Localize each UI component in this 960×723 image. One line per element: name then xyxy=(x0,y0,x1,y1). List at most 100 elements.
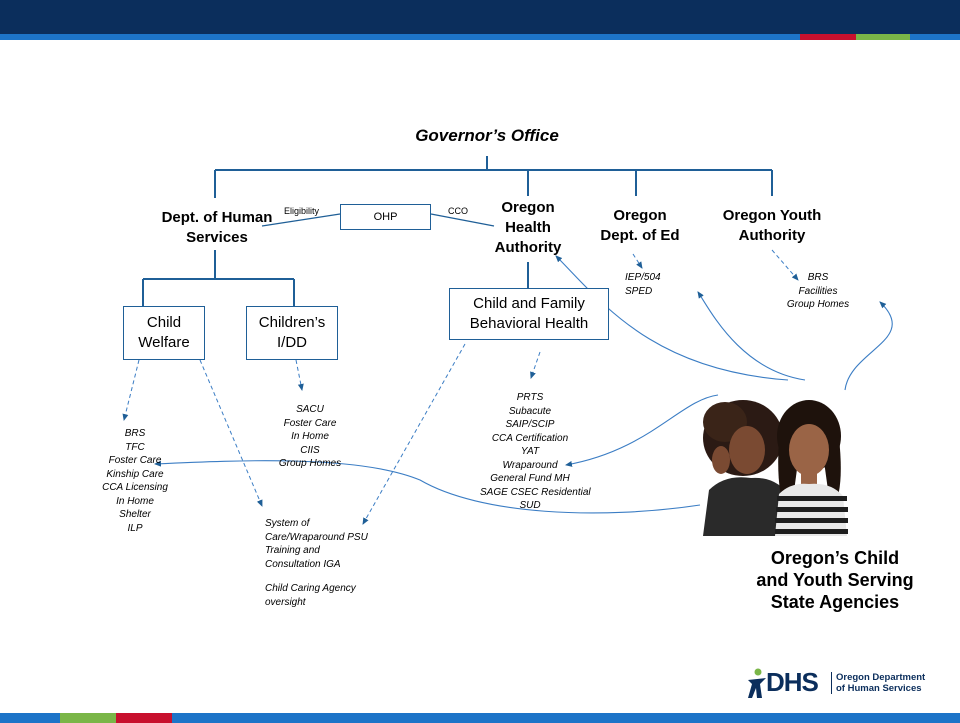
childrens-idd-line2: I/DD xyxy=(277,334,307,351)
child-welfare-line2: Welfare xyxy=(138,334,190,351)
list-item: SUD xyxy=(519,500,541,511)
footer-stripe-green xyxy=(60,713,116,723)
ohp-box: OHP xyxy=(340,204,431,230)
list-item: oversight xyxy=(265,596,306,608)
list-item: Wraparound xyxy=(502,459,558,471)
list-item: General Fund MH xyxy=(490,473,570,484)
curve-to-cfbh-list xyxy=(565,394,719,467)
oya-services-list: BRS Facilities Group Homes xyxy=(778,271,858,312)
caption-line1: Oregon’s Child xyxy=(770,548,900,568)
dhs-logo-text: Oregon Department of Human Services xyxy=(836,672,925,694)
caption-line3: State Agencies xyxy=(770,592,900,612)
agency-ode: Oregon Dept. of Ed xyxy=(590,206,690,246)
logo-line1: Oregon Department xyxy=(836,672,926,683)
childrens-idd-box: Children’s I/DD xyxy=(246,306,338,360)
footer-bar xyxy=(0,713,960,723)
youth-photo xyxy=(703,400,848,536)
arrow-ode-list xyxy=(632,253,643,269)
arrow-cw-soc xyxy=(199,359,263,507)
list-item: Training and xyxy=(265,545,320,556)
agency-oha-line2: Health xyxy=(505,219,551,236)
caption-line2: and Youth Serving xyxy=(756,570,914,590)
list-item: Child Caring Agency xyxy=(265,583,356,594)
list-item: CCA Licensing xyxy=(102,482,168,493)
dhs-logo: DHS Oregon Department of Human Services xyxy=(746,666,946,700)
list-item: System of xyxy=(265,518,310,529)
agency-ode-line2: Dept. of Ed xyxy=(600,227,680,244)
cfbh-line1: Child and Family xyxy=(473,295,585,312)
cfbh-line2: Behavioral Health xyxy=(469,315,589,332)
list-item: Care/Wraparound PSU xyxy=(265,531,368,543)
curve-to-oya xyxy=(844,301,893,391)
list-item: BRS xyxy=(807,272,829,283)
childrens-idd-line1: Children’s xyxy=(258,314,326,331)
list-item: SAGE CSEC Residential xyxy=(480,486,591,498)
curve-to-oha xyxy=(555,255,789,381)
list-item: SPED xyxy=(625,285,653,297)
list-item: TFC xyxy=(125,441,145,453)
list-item: Kinship Care xyxy=(106,468,164,480)
governors-office-title: Governor’s Office xyxy=(415,126,559,145)
list-item: Facilities xyxy=(798,285,838,297)
cco-line xyxy=(430,213,495,227)
list-item: YAT xyxy=(520,446,540,457)
agency-oha: Oregon Health Authority xyxy=(478,198,578,258)
curve-to-ode xyxy=(697,291,806,381)
agency-dhs: Dept. of Human Services xyxy=(132,208,302,248)
idd-services-list: SACU Foster Care In Home CIIS Group Home… xyxy=(270,403,350,471)
arrow-cfbh-list xyxy=(530,351,541,379)
curve-to-cw-list xyxy=(154,460,701,514)
agency-oya-line1: Oregon Youth xyxy=(722,207,822,224)
cco-label: CCO xyxy=(448,206,468,216)
child-welfare-box: Child Welfare xyxy=(123,306,205,360)
agency-oha-line3: Authority xyxy=(494,239,562,256)
list-item: BRS xyxy=(124,428,146,439)
cfbh-services-list: PRTS Subacute SAIP/SCIP CCA Certificatio… xyxy=(480,391,591,513)
logo-line2: of Human Services xyxy=(836,683,922,694)
eligibility-label: Eligibility xyxy=(284,206,320,216)
dhs-figure-icon xyxy=(748,668,766,698)
cfbh-box: Child and Family Behavioral Health xyxy=(449,288,609,340)
ode-services-list: IEP/504 SPED xyxy=(625,271,685,298)
agency-dhs-line2: Services xyxy=(186,229,248,246)
list-item: CIIS xyxy=(300,444,320,456)
list-item: Foster Care xyxy=(283,417,337,429)
dhs-logo-mark: DHS xyxy=(766,667,819,697)
header-stripe-green xyxy=(856,34,910,40)
list-item: Consultation IGA xyxy=(265,558,341,570)
header-stripe-blue xyxy=(0,34,800,40)
logo-divider xyxy=(831,672,832,694)
arrow-cw-list xyxy=(122,359,140,421)
list-item: Foster Care xyxy=(108,455,162,466)
list-item: IEP/504 xyxy=(625,272,661,283)
child-welfare-line1: Child xyxy=(146,314,182,331)
list-item: ILP xyxy=(127,522,143,534)
list-item xyxy=(265,571,385,582)
arrow-idd-list xyxy=(295,359,304,391)
list-item: In Home xyxy=(291,431,329,442)
agency-ode-line1: Oregon xyxy=(613,207,667,224)
list-item: Group Homes xyxy=(786,299,850,310)
footer-stripe-red xyxy=(116,713,172,723)
list-item: Subacute xyxy=(508,405,552,417)
header-bar xyxy=(0,0,960,34)
system-of-care-list: System of Care/Wraparound PSU Training a… xyxy=(265,517,385,609)
agency-oya: Oregon Youth Authority xyxy=(702,206,842,246)
list-item: Group Homes xyxy=(278,458,342,469)
child-welfare-services-list: BRS TFC Foster Care Kinship Care CCA Lic… xyxy=(90,427,180,535)
header-stripe-blue-end xyxy=(910,34,960,40)
arrow-cfbh-soc xyxy=(362,343,466,525)
photo-caption: Oregon’s Child and Youth Serving State A… xyxy=(745,547,925,613)
list-item: SAIP/SCIP xyxy=(505,419,555,430)
list-item: SACU xyxy=(296,404,324,415)
eligibility-line xyxy=(261,213,341,227)
header-stripe-red xyxy=(800,34,856,40)
agency-dhs-line1: Dept. of Human xyxy=(161,209,273,226)
list-item: In Home xyxy=(116,495,154,507)
agency-oha-line1: Oregon xyxy=(501,199,555,216)
agency-oya-line2: Authority xyxy=(738,227,806,244)
list-item: CCA Certification xyxy=(491,432,569,444)
list-item: PRTS xyxy=(516,392,544,403)
list-item: Shelter xyxy=(119,509,151,520)
